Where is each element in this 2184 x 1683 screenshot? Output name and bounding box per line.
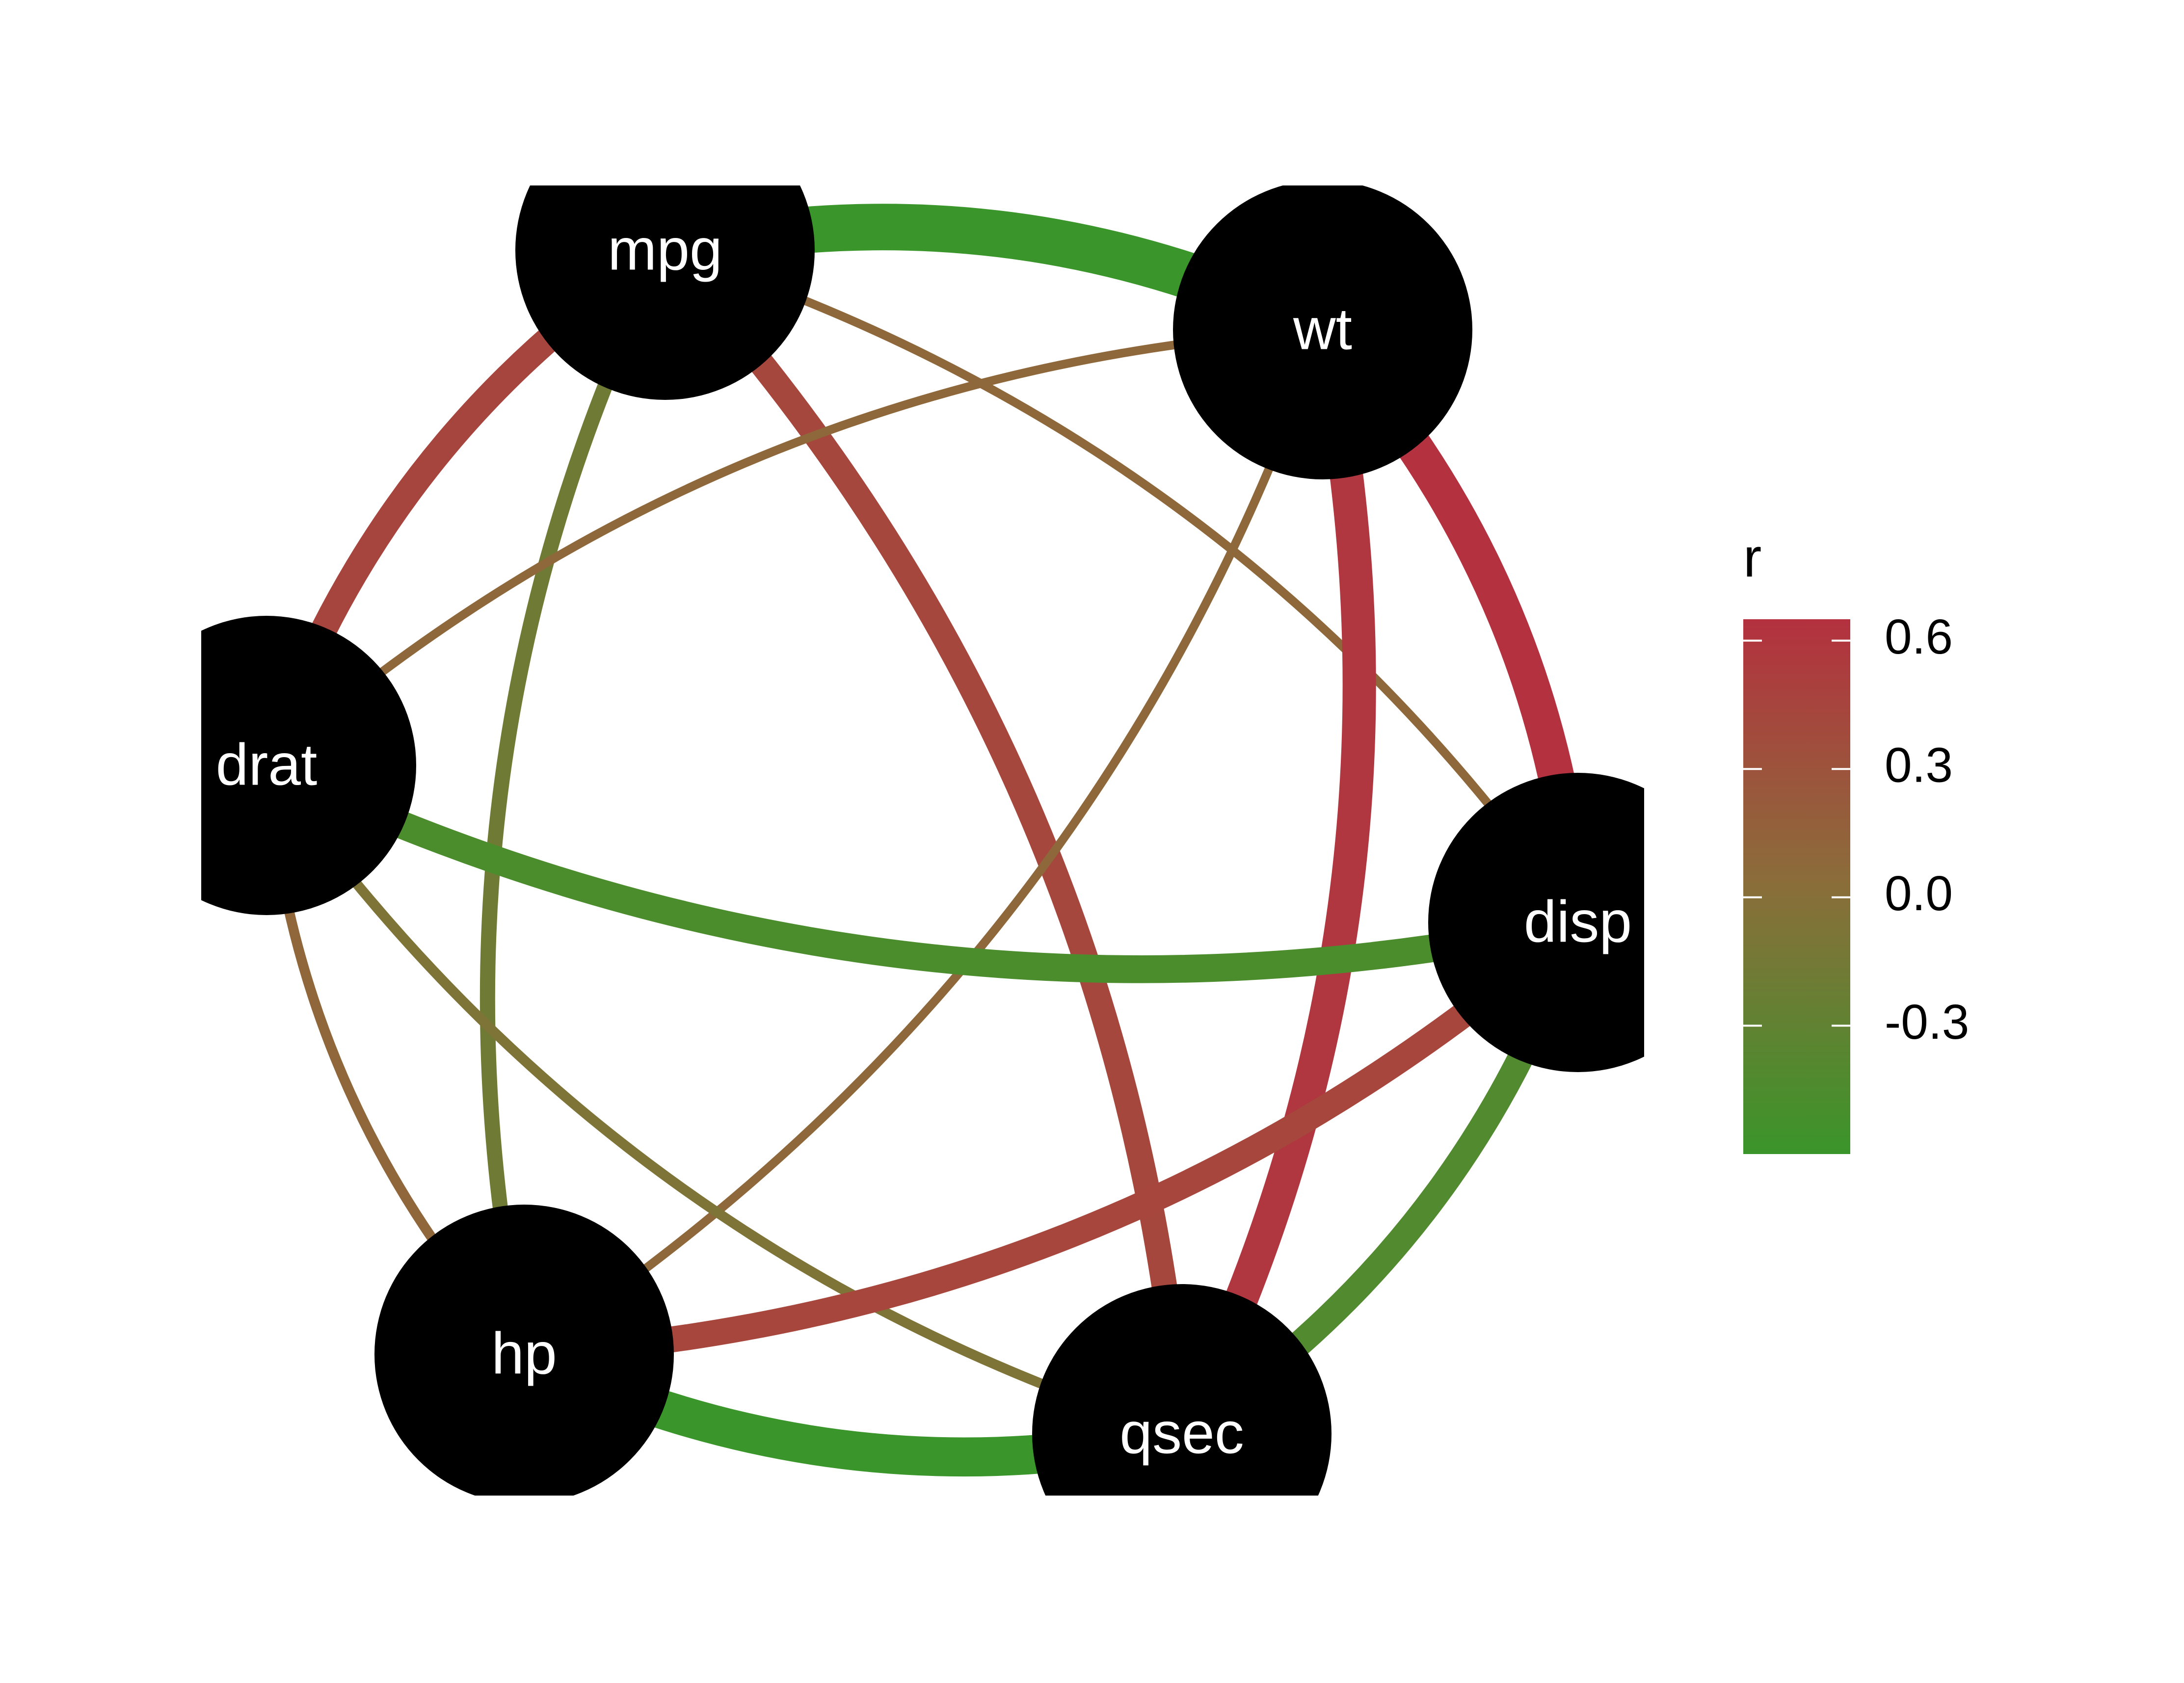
node-hp: hp xyxy=(374,1205,674,1496)
node-layer: mpg wt drat disp hp qsec xyxy=(201,185,1644,1496)
legend-title: r xyxy=(1743,527,1761,588)
edge-drat-disp xyxy=(260,753,1581,983)
node-label-qsec: qsec xyxy=(1119,1400,1244,1466)
node-circle-qsec xyxy=(1032,1284,1332,1496)
legend-colorbar xyxy=(1743,619,1850,1154)
legend-tick-label: 0.0 xyxy=(1885,866,1953,921)
node-label-hp: hp xyxy=(491,1321,557,1387)
legend-tick-label: -0.3 xyxy=(1885,995,1969,1050)
node-qsec: qsec xyxy=(1032,1284,1332,1496)
edge-wt-drat xyxy=(264,325,1323,769)
network-plot-panel: mpg wt drat disp hp qsec xyxy=(201,185,1644,1496)
edge-wt-qsec xyxy=(1167,326,1376,1441)
edge-mpg-disp xyxy=(664,246,1582,925)
node-drat: drat xyxy=(201,616,416,915)
legend-ticks: 0.6 0.3 0.0 -0.3 xyxy=(1743,609,1969,1050)
edge-wt-hp xyxy=(522,328,1327,1358)
color-legend: r 0.6 0.3 0.0 -0.3 xyxy=(1743,527,1969,1154)
node-circle-drat xyxy=(201,616,416,915)
node-circle-mpg xyxy=(515,185,815,400)
node-circle-wt xyxy=(1173,185,1472,479)
node-label-wt: wt xyxy=(1293,296,1352,362)
node-label-mpg: mpg xyxy=(608,217,722,283)
node-label-drat: drat xyxy=(216,732,318,798)
edge-disp-hp xyxy=(523,913,1587,1367)
node-circle-hp xyxy=(374,1205,674,1496)
node-disp: disp xyxy=(1428,773,1644,1072)
legend-tick-label: 0.6 xyxy=(1885,609,1953,664)
node-label-disp: disp xyxy=(1524,889,1632,955)
edge-drat-qsec xyxy=(262,763,1184,1439)
node-circle-disp xyxy=(1428,773,1644,1072)
node-wt: wt xyxy=(1173,185,1472,479)
legend-tick-label: 0.3 xyxy=(1885,738,1953,793)
edge-mpg-hp xyxy=(479,247,672,1356)
edge-mpg-qsec xyxy=(655,241,1195,1435)
node-mpg: mpg xyxy=(515,185,815,400)
